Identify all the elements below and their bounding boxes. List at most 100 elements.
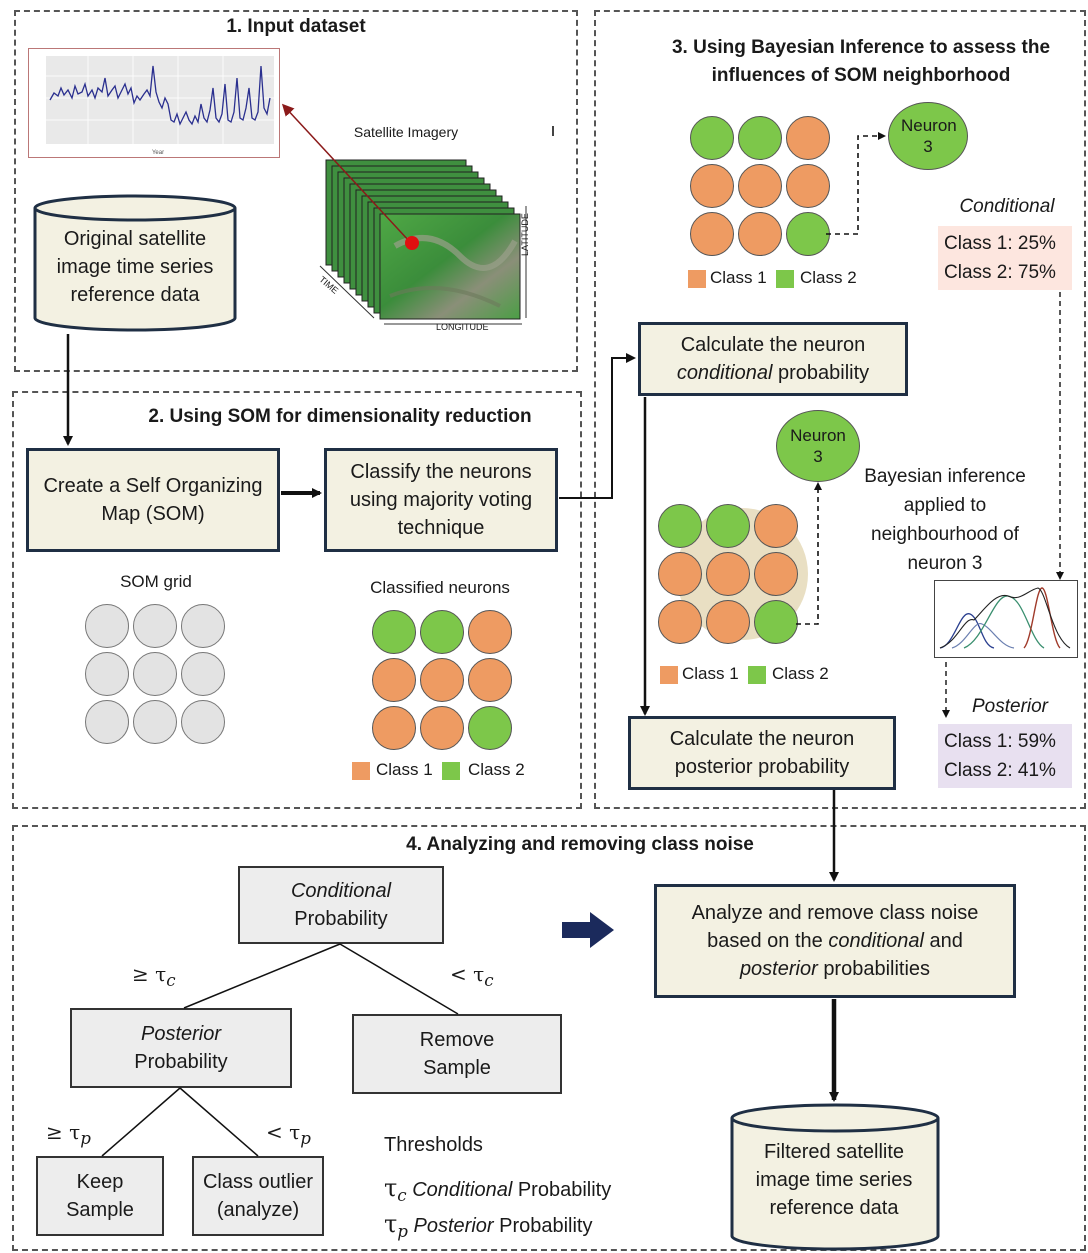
class-outlier-node: Class outlier (analyze) — [192, 1156, 324, 1236]
analyze-and: and — [929, 930, 963, 952]
tau-c-sub: c — [397, 1186, 407, 1205]
neuron3-middle-label: Neuron 3 — [790, 426, 846, 466]
neuron-class1 — [690, 164, 734, 208]
analyze-noise-text: Analyze and remove class noise based on … — [657, 899, 1013, 983]
neuron-class1 — [786, 116, 830, 160]
posterior-probabilities: Class 1: 59% Class 2: 41% — [938, 724, 1072, 788]
dash-neuron3-top — [826, 132, 886, 235]
analyze-em2: posterior — [739, 958, 818, 980]
som-node — [181, 652, 225, 696]
posterior-title: Posterior — [971, 696, 1049, 717]
longitude-axis-label: LONGITUDE — [436, 322, 489, 332]
ge-tc-sub: c — [166, 971, 176, 990]
neuron-class2 — [706, 504, 750, 548]
legend-class2-swatch — [442, 762, 460, 780]
analyze-post: probabilities — [823, 958, 931, 980]
filtered-data-cylinder — [730, 1103, 940, 1251]
som-node — [181, 700, 225, 744]
neuron-class1 — [754, 552, 798, 596]
classify-neurons-box: Classify the neurons using majority voti… — [324, 448, 558, 552]
cond-prob-text: Probability — [294, 908, 388, 930]
satellite-imagery-label: Satellite Imagery — [353, 124, 459, 140]
neuron-class1 — [372, 658, 416, 702]
neuron-class1 — [420, 658, 464, 702]
edge-label-ge-tp: ≥ τp — [46, 1120, 91, 1148]
classified-neurons-label: Classified neurons — [370, 578, 510, 597]
thr-c-prob: Probability — [517, 1179, 612, 1201]
dash-neuron3-middle — [796, 482, 822, 625]
som-node — [85, 604, 129, 648]
conditional-probability-node: Conditional Probability — [238, 866, 444, 944]
neuron-class1 — [738, 212, 782, 256]
keep-sample-text: Keep Sample — [66, 1171, 134, 1221]
pixel-to-series-arrow — [281, 103, 419, 250]
som-grid — [85, 604, 225, 744]
tree-edge-post-outlier — [179, 1087, 259, 1157]
post-prob-em: Posterior — [140, 1023, 222, 1045]
lt-tc-text: < τ — [450, 962, 485, 986]
original-data-cylinder — [33, 194, 237, 332]
legend-class2-swatch — [748, 666, 766, 684]
class-outlier-text: Class outlier (analyze) — [202, 1171, 314, 1221]
thr-p-em: Posterior — [413, 1215, 494, 1237]
neuron-class2 — [468, 706, 512, 750]
section-input-dataset — [14, 10, 578, 372]
neuron-class2 — [658, 504, 702, 548]
keep-sample-node: Keep Sample — [36, 1156, 164, 1236]
section-bayesian — [594, 10, 1086, 809]
bayes-inference-text: Bayesian inference applied to neighbourh… — [864, 466, 1026, 574]
neuron-class1 — [706, 600, 750, 644]
conditional-class1: Class 1: 25% — [944, 233, 1056, 254]
neuron-class1 — [468, 610, 512, 654]
som-grid-label: SOM grid — [120, 572, 192, 591]
som-node — [133, 604, 177, 648]
stray-mark — [552, 126, 554, 136]
posterior-class2: Class 2: 41% — [944, 760, 1056, 781]
conditional-class2: Class 2: 75% — [944, 262, 1056, 283]
legend-class2-swatch — [776, 270, 794, 288]
post-prob-text: Probability — [134, 1051, 228, 1073]
right-arrow-icon — [562, 912, 614, 948]
legend-class1-label: Class 1 — [682, 664, 739, 683]
legend-class2-label: Class 2 — [468, 760, 525, 779]
calc-conditional-line2: conditional probability — [677, 359, 869, 387]
conditional-title: Conditional — [959, 196, 1055, 217]
threshold-c-legend: τc Conditional Probability — [384, 1174, 611, 1205]
classify-neurons-text: Classify the neurons using majority voti… — [349, 461, 533, 539]
arrow-classify-to-conditional — [559, 353, 636, 499]
neuron-class2 — [786, 212, 830, 256]
remove-sample-text: Remove Sample — [419, 1029, 495, 1079]
posterior-class1: Class 1: 59% — [944, 731, 1056, 752]
neuron-class1 — [372, 706, 416, 750]
edge-label-ge-tc: ≥ τc — [132, 962, 176, 990]
neuron-class2 — [738, 116, 782, 160]
cond-prob-em: Conditional — [290, 880, 392, 902]
legend-class1-swatch — [688, 270, 706, 288]
legend-class2-label: Class 2 — [772, 664, 829, 683]
neuron-class1 — [658, 552, 702, 596]
calc-conditional-em: conditional — [676, 362, 773, 384]
lt-tp-text: < τ — [266, 1120, 301, 1144]
neuron-class1 — [706, 552, 750, 596]
section-title-bayesian: 3. Using Bayesian Inference to assess th… — [671, 37, 1051, 86]
neuron-class1 — [786, 164, 830, 208]
edge-label-lt-tc: < τc — [450, 962, 494, 990]
thr-c-em: Conditional — [412, 1179, 513, 1201]
ge-tc-text: ≥ τ — [132, 962, 167, 986]
tau-c-symbol: τ — [384, 1174, 398, 1202]
create-som-text: Create a Self Organizing Map (SOM) — [43, 475, 263, 525]
neuron3-top-label: Neuron 3 — [901, 116, 957, 156]
legend-class1-swatch — [352, 762, 370, 780]
som-node — [85, 652, 129, 696]
remove-sample-node: Remove Sample — [352, 1014, 562, 1094]
neuron-class1 — [468, 658, 512, 702]
create-som-box: Create a Self Organizing Map (SOM) — [26, 448, 280, 552]
conditional-probabilities: Class 1: 25% Class 2: 75% — [938, 226, 1072, 290]
time-series-thumbnail: Year — [28, 48, 280, 158]
filtered-data-text: Filtered satellite image time series ref… — [755, 1141, 913, 1219]
section-som — [12, 391, 582, 809]
neuron-class2 — [420, 610, 464, 654]
tree-edge-cond-remove — [339, 943, 459, 1015]
section-title-input: 1. Input dataset — [226, 16, 366, 37]
